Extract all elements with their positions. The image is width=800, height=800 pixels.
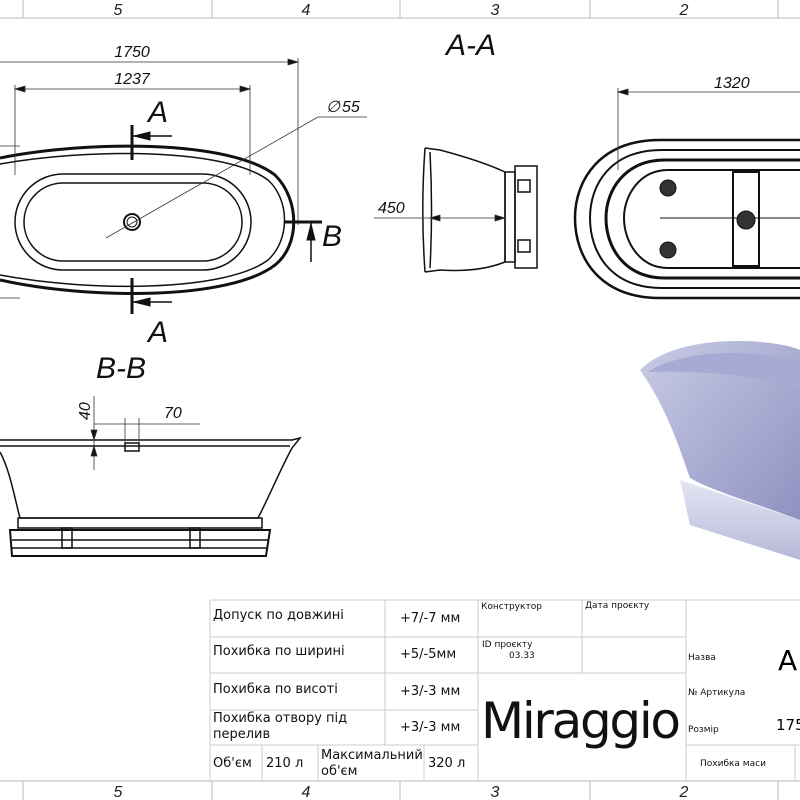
volume-value: 210 л bbox=[266, 756, 303, 771]
zone-label: 5 bbox=[114, 2, 123, 19]
dimension-overflow-width: 70 bbox=[164, 405, 182, 422]
section-markers bbox=[130, 125, 322, 314]
zone-bar-bottom bbox=[0, 780, 800, 800]
max-volume-value: 320 л bbox=[428, 756, 465, 771]
bottom-view bbox=[573, 138, 800, 300]
tolerance-height-value: +3/-3 мм bbox=[400, 684, 460, 699]
section-aa-title: A-A bbox=[444, 29, 496, 62]
section-aa-view bbox=[422, 147, 538, 273]
tolerance-height-label: Похибка по висоті bbox=[213, 682, 338, 697]
dimension-height: 450 bbox=[378, 200, 405, 217]
zone-label: 3 bbox=[491, 2, 500, 19]
dimension-drain-diameter: 55 bbox=[342, 99, 360, 116]
dimension-overall-length: 1750 bbox=[114, 44, 150, 61]
dimension-rim-offset: 40 bbox=[77, 402, 94, 420]
section-a-label-top: A bbox=[146, 96, 168, 129]
section-a-label-bottom: A bbox=[146, 316, 168, 349]
zone-bar-top bbox=[0, 0, 800, 19]
name-value: A bbox=[778, 644, 797, 677]
date-label: Дата проєкту bbox=[585, 601, 650, 611]
project-id-value: 03.33 bbox=[509, 651, 535, 661]
tolerance-width-value: +5/-5мм bbox=[400, 647, 456, 662]
tolerance-width-label: Похибка по ширині bbox=[213, 644, 345, 659]
max-volume-label-2: об'єм bbox=[321, 764, 358, 779]
zone-label: 4 bbox=[302, 784, 311, 800]
size-value: 175 bbox=[776, 716, 800, 734]
bathtub-3d-render bbox=[640, 341, 800, 560]
tolerance-overflow-label: Похибка отвору під bbox=[213, 711, 347, 726]
project-id-label: ID проєкту bbox=[482, 640, 533, 650]
dimension-lines-bottom bbox=[616, 88, 800, 170]
tolerance-length-label: Допуск по довжині bbox=[213, 608, 344, 623]
max-volume-label: Максимальний bbox=[321, 748, 423, 763]
section-bb-title: B-B bbox=[96, 352, 146, 385]
zone-label: 4 bbox=[302, 2, 311, 19]
name-label: Назва bbox=[688, 653, 716, 663]
dimension-base-length: 1320 bbox=[714, 75, 750, 92]
tolerance-overflow-value: +3/-3 мм bbox=[400, 720, 460, 735]
article-label: № Артикула bbox=[688, 688, 745, 698]
dimension-inner-length: 1237 bbox=[114, 71, 151, 88]
mass-tolerance-label: Похибка маси bbox=[700, 759, 766, 769]
dimension-lines-bb bbox=[90, 396, 200, 470]
dimension-lines-top bbox=[0, 58, 367, 299]
zone-label: 5 bbox=[114, 784, 123, 800]
section-b-label: B bbox=[322, 220, 342, 253]
size-label: Розмір bbox=[688, 725, 719, 735]
section-bb-view bbox=[0, 436, 302, 557]
dimension-lines-aa bbox=[374, 214, 507, 222]
zone-label: 2 bbox=[679, 2, 689, 19]
tolerance-overflow-label-2: перелив bbox=[213, 727, 270, 742]
brand-logo: Miraggio bbox=[481, 692, 681, 750]
zone-label: 2 bbox=[679, 784, 689, 800]
diameter-symbol: ∅ bbox=[326, 99, 341, 116]
volume-label: Об'єм bbox=[213, 756, 252, 771]
tolerance-length-value: +7/-7 мм bbox=[400, 611, 460, 626]
zone-label: 3 bbox=[491, 784, 500, 800]
designer-label: Конструктор bbox=[481, 602, 542, 612]
